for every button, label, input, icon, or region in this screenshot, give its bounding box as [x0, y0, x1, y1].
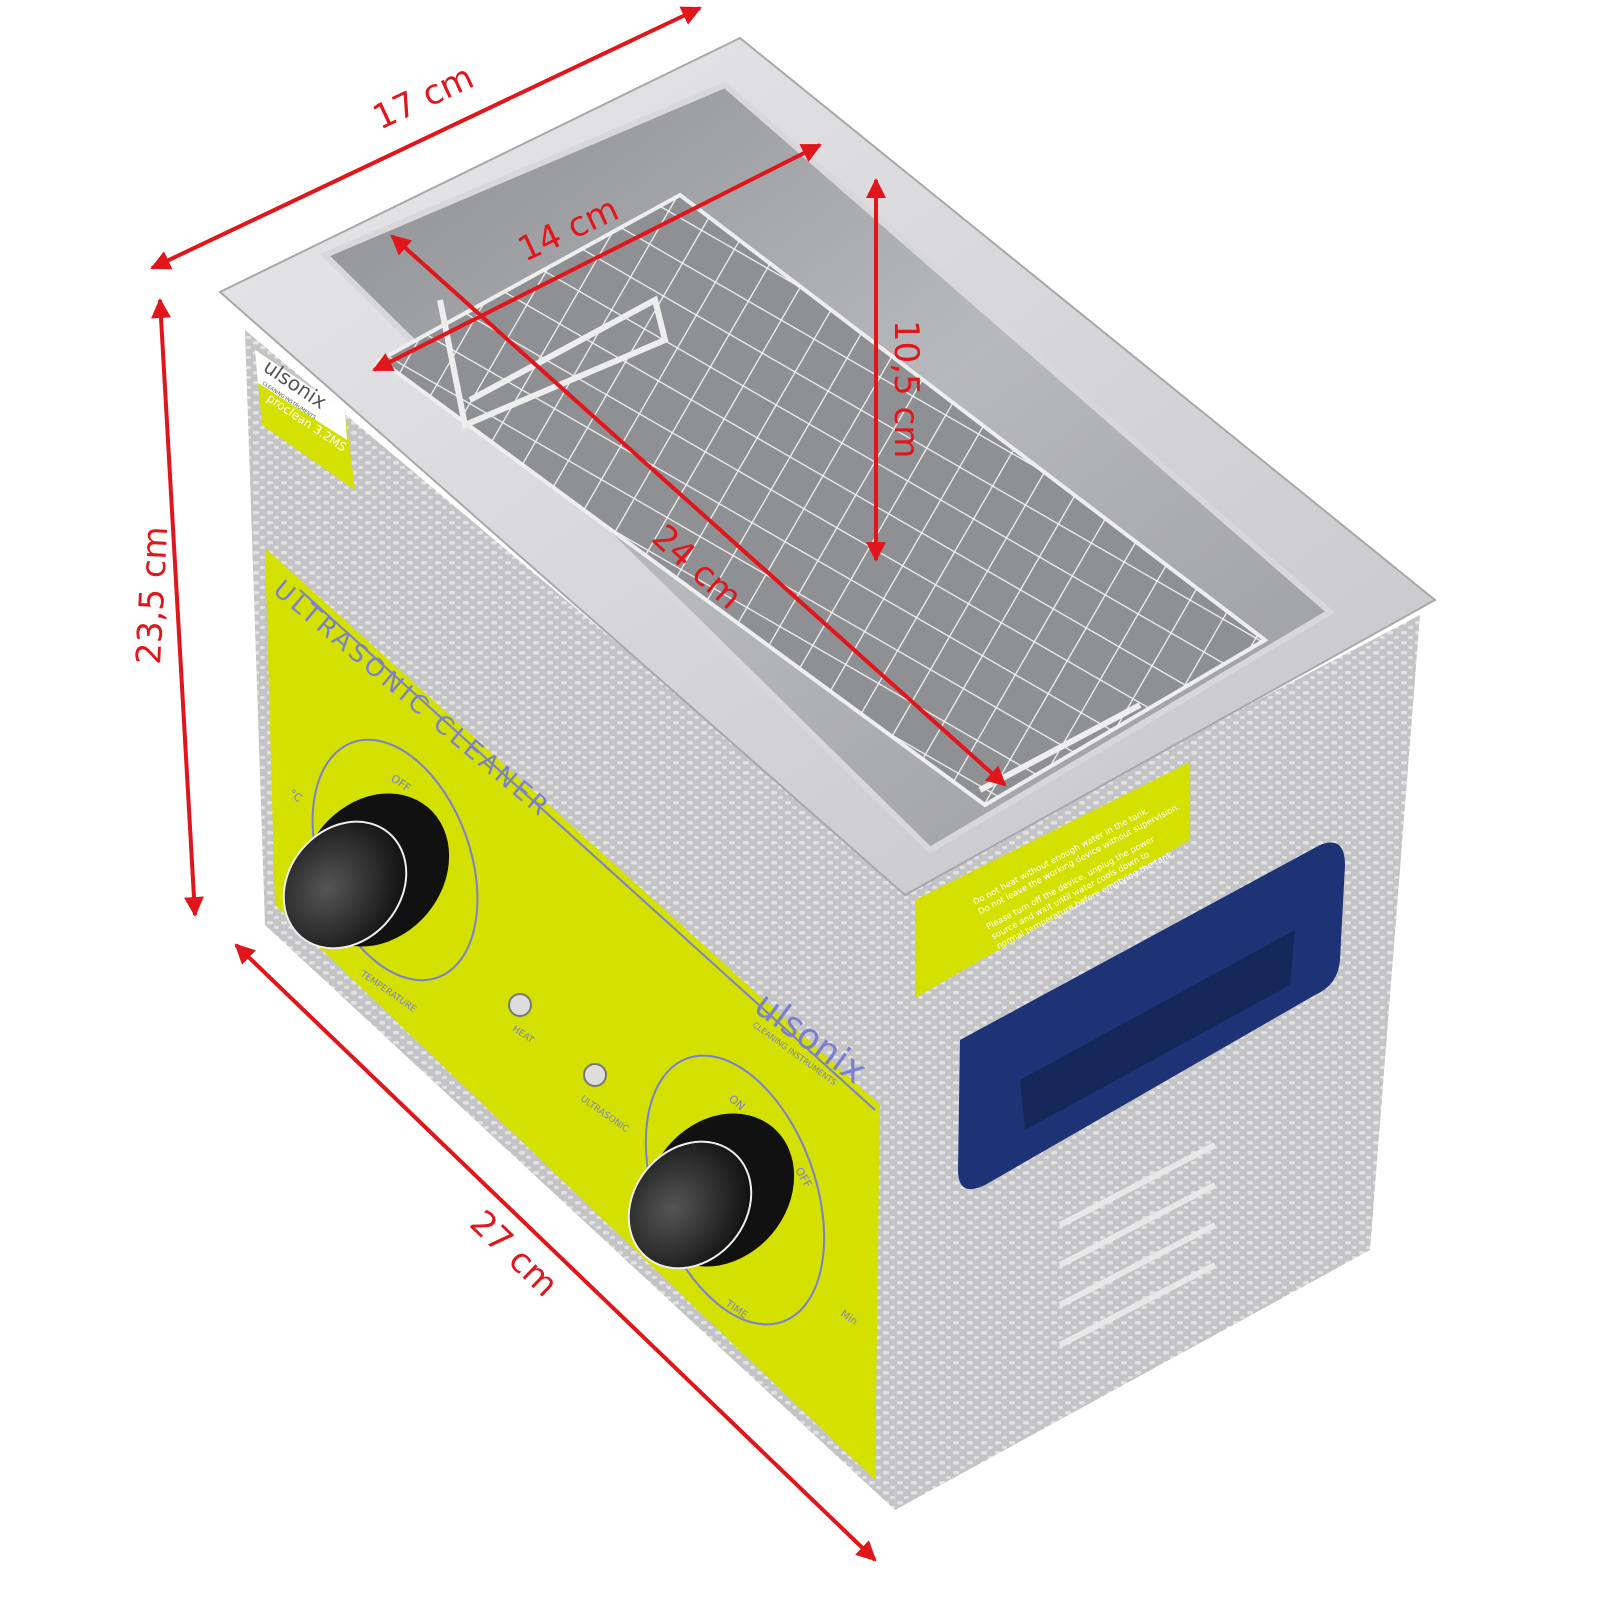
heat-indicator-led	[508, 993, 532, 1017]
arrow-basket-length	[390, 234, 1007, 787]
temperature-knob[interactable]	[258, 763, 479, 976]
label-outer-width: 17 cm	[367, 57, 480, 138]
vent-slots	[1058, 1142, 1217, 1348]
label-outer-length: 27 cm	[462, 1203, 566, 1305]
side-handle[interactable]	[958, 842, 1345, 1190]
dimension-arrows	[150, 6, 1007, 1562]
basket-handle-right	[978, 702, 1142, 793]
arrow-outer-length	[234, 943, 877, 1562]
ultrasonic-indicator-led	[583, 1063, 607, 1087]
label-basket-depth: 10,5 cm	[886, 320, 926, 458]
label-height: 23,5 cm	[129, 525, 176, 665]
temp-unit: °C	[286, 787, 305, 805]
arrow-height	[151, 298, 204, 917]
arrow-outer-width	[150, 6, 702, 270]
